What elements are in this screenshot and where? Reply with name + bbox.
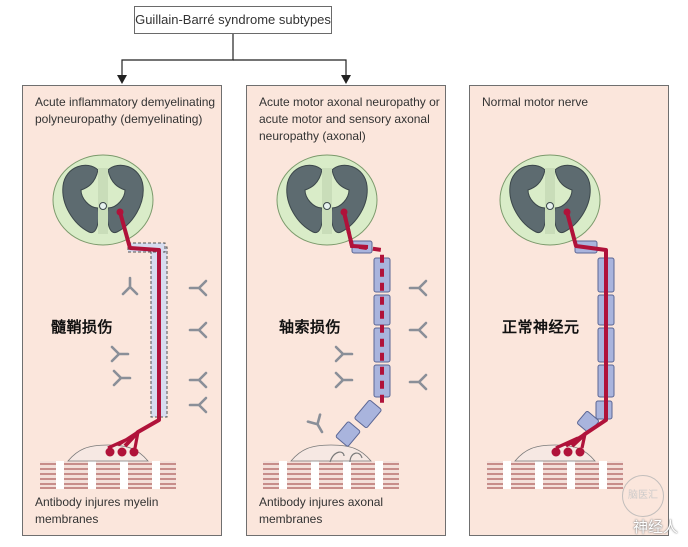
title-box: Guillain-Barré syndrome subtypes bbox=[134, 6, 332, 34]
spinal-cord-3 bbox=[499, 154, 601, 246]
panel-caption: Antibody injures myelin membranes bbox=[35, 495, 159, 526]
myelin-segments-3 bbox=[574, 240, 615, 433]
panel-title: Acute inflammatory demyelinating polyneu… bbox=[35, 95, 216, 126]
diagram-title: Guillain-Barré syndrome subtypes bbox=[135, 12, 331, 27]
watermark-text: 神经人 bbox=[632, 518, 678, 536]
spinal-cord-1 bbox=[52, 154, 154, 246]
chinese-label: 髓鞘损伤 bbox=[51, 318, 114, 336]
chinese-label: 轴索损伤 bbox=[279, 318, 342, 336]
muscle-2 bbox=[262, 444, 400, 490]
panel-caption: Antibody injures axonal membranes bbox=[259, 495, 384, 526]
panel-title: Normal motor nerve bbox=[482, 95, 589, 109]
panel-title: Acute motor axonal neuropathy or acute m… bbox=[259, 95, 440, 143]
chinese-label: 正常神经元 bbox=[502, 318, 580, 336]
spinal-cord-2 bbox=[276, 154, 378, 246]
watermark-logo: 脑医汇 bbox=[622, 475, 664, 517]
